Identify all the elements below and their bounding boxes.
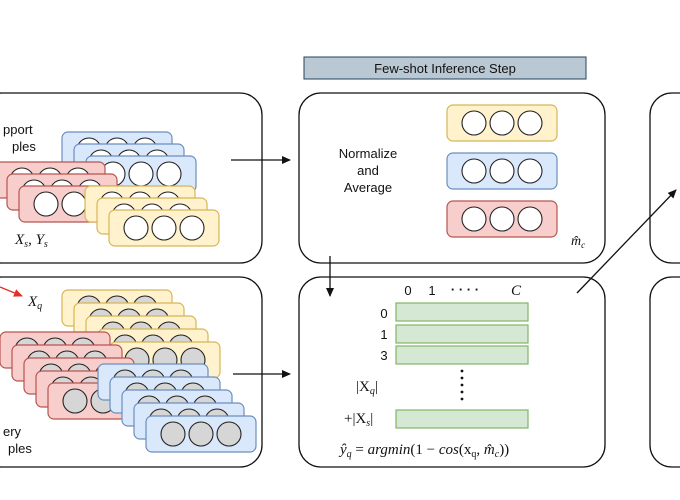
- average-panel: [298, 92, 606, 264]
- normalize-text-line1: Normalize: [339, 146, 398, 161]
- similarity-row-bar: [395, 302, 529, 322]
- query-input-arrow: [0, 286, 23, 297]
- output-panel-top: [649, 92, 680, 264]
- support-embeddings: [0, 131, 220, 247]
- column-label-c: C: [511, 283, 522, 299]
- query-label-line1: ery: [3, 424, 22, 439]
- header-title: Few-shot Inference Step: [374, 61, 516, 76]
- vertical-ellipsis: [460, 369, 464, 401]
- output-panel-bottom: [649, 276, 680, 468]
- similarity-to-output-arrow: [576, 189, 677, 294]
- query-embeddings: [0, 289, 257, 453]
- column-label-1: 1: [428, 283, 435, 298]
- prototype-card: [446, 152, 558, 190]
- prototype-card: [446, 200, 558, 238]
- support-embedding-card: [108, 209, 220, 247]
- prototype-label: m̂c: [571, 234, 585, 250]
- support-count-label: +|Xs|: [344, 411, 373, 429]
- header-banner: [303, 56, 587, 80]
- support-label-line2: ples: [12, 139, 36, 154]
- row-label-3: 3: [380, 348, 387, 363]
- prediction-formula: ŷq = argmin(1 − cos(xq, m̂c)): [338, 442, 509, 460]
- normalize-text-line2: and: [357, 163, 379, 178]
- row-label-1: 1: [380, 327, 387, 342]
- support-panel: [0, 92, 263, 264]
- class-prototypes: [446, 104, 558, 238]
- query-panel: [0, 276, 263, 468]
- similarity-rows: [395, 302, 529, 429]
- similarity-row-bar: [395, 409, 529, 429]
- similarity-row-bar: [395, 345, 529, 365]
- support-set-label: Xs, Ys: [14, 232, 48, 250]
- query-count-label: |Xq|: [356, 379, 378, 397]
- support-label-line1: pport: [3, 122, 33, 137]
- normalize-text-line3: Average: [344, 180, 392, 195]
- row-label-0: 0: [380, 306, 387, 321]
- query-embedding-card: [145, 415, 257, 453]
- query-input-label: Xq: [27, 294, 42, 312]
- similarity-row-bar: [395, 324, 529, 344]
- prototype-card: [446, 104, 558, 142]
- similarity-panel: [298, 276, 606, 468]
- column-label-dots: · · · ·: [451, 282, 479, 297]
- query-label-line2: ples: [8, 441, 32, 456]
- column-label-0: 0: [404, 283, 411, 298]
